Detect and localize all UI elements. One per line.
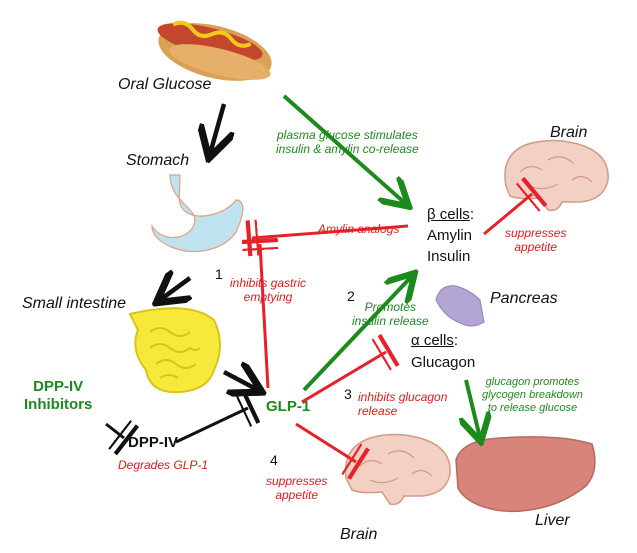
inhibit-inhibitors-to-dpp4 bbox=[105, 424, 124, 438]
liver-label: Liver bbox=[535, 512, 570, 529]
dpp4-inhibitors-line2: Inhibitors bbox=[24, 395, 93, 413]
suppresses-top-line2: appetite bbox=[514, 240, 558, 255]
arrow-oral-to-stomach bbox=[210, 103, 224, 154]
degrades-glp1-note: Degrades GLP-1 bbox=[118, 458, 209, 472]
dpp4-inhibitors-line1: DPP-IV bbox=[33, 378, 84, 395]
inhibit-glp1-to-brain bbox=[295, 422, 356, 462]
inhibits-glucagon-note: inhibits glucagon release bbox=[358, 390, 447, 418]
glucagon-label: Glucagon bbox=[411, 354, 476, 371]
glucagon-promotes-line3: to release glucose bbox=[487, 401, 578, 414]
glp1-label: GLP-1 bbox=[266, 398, 311, 415]
inhibit-glp1-to-stomach bbox=[260, 244, 268, 389]
brain-icon bbox=[504, 139, 609, 212]
plasma-glucose-note: plasma glucose stimulates insulin & amyl… bbox=[276, 128, 419, 156]
inhibit-glp1-to-glucagon bbox=[301, 352, 386, 404]
liver-icon bbox=[455, 436, 596, 513]
amylin-label: Amylin bbox=[427, 227, 473, 244]
glucagon-promotes-note: glucagon promotes glycogen breakdown to … bbox=[482, 376, 583, 415]
alpha-cells-heading: α cells: bbox=[411, 332, 458, 350]
step-number-2: 2 bbox=[347, 288, 355, 304]
alpha-colon: : bbox=[453, 332, 459, 349]
insulin-label: Insulin bbox=[427, 248, 471, 265]
inhibits-gastric-note: inhibits gastric emptying bbox=[230, 276, 306, 304]
step-number-1: 1 bbox=[215, 266, 223, 282]
oral-glucose-label: Oral Glucose bbox=[118, 76, 212, 93]
inhibits-gastric-line2: emptying bbox=[243, 290, 293, 305]
dpp4-inhibitors-label: DPP-IV Inhibitors bbox=[24, 378, 92, 413]
arrow-intestine-to-glp1 bbox=[222, 372, 258, 390]
suppresses-bottom-line2: appetite bbox=[275, 488, 319, 503]
arrow-promotes-insulin bbox=[302, 276, 412, 392]
arrow-stomach-to-intestine bbox=[160, 278, 190, 300]
inhibits-gastric-line1: inhibits gastric bbox=[230, 276, 307, 290]
promotes-insulin-line2: insulin release bbox=[352, 314, 429, 329]
small-intestine-label: Small intestine bbox=[22, 295, 127, 312]
beta-cells-heading: β cells: bbox=[427, 206, 474, 224]
suppresses-appetite-bottom-note: suppresses appetite bbox=[266, 474, 327, 502]
beta-colon: : bbox=[469, 206, 474, 223]
dpp4-label: DPP-IV bbox=[128, 434, 179, 451]
pancreas-label: Pancreas bbox=[490, 290, 558, 307]
stomach-icon bbox=[151, 174, 244, 253]
small-intestine-icon bbox=[128, 307, 221, 394]
inhibit-beta-to-brain bbox=[483, 194, 532, 236]
inhibits-glucagon-line2: release bbox=[358, 404, 398, 419]
arrow-plasma-glucose bbox=[282, 94, 406, 204]
inhibit-dpp4-to-glp1 bbox=[175, 408, 248, 444]
brain-top-label: Brain bbox=[550, 124, 588, 141]
amylin-analogs-note: Amylin analogs bbox=[318, 222, 400, 236]
plasma-glucose-line1: plasma glucose stimulates bbox=[277, 128, 418, 142]
inhibit-amylin-to-stomach bbox=[252, 226, 409, 238]
suppresses-bottom-line1: suppresses bbox=[266, 474, 328, 488]
plasma-glucose-line2: insulin & amylin co-release bbox=[276, 142, 419, 157]
brain-bottom-label: Brain bbox=[340, 526, 378, 543]
arrow-glucagon-to-liver bbox=[466, 379, 480, 438]
pancreas-icon bbox=[435, 285, 485, 327]
beta-cells-label: β cells bbox=[427, 206, 470, 223]
alpha-cells-label: α cells bbox=[411, 332, 454, 349]
promotes-insulin-note: Promotes insulin release bbox=[352, 300, 429, 328]
glucagon-promotes-line1: glucagon promotes bbox=[485, 376, 580, 388]
step-number-4: 4 bbox=[270, 452, 278, 468]
suppresses-appetite-top-note: suppresses appetite bbox=[505, 226, 566, 254]
inhibits-glucagon-line1: inhibits glucagon bbox=[358, 390, 448, 404]
brain-icon bbox=[344, 433, 451, 506]
promotes-insulin-line1: Promotes bbox=[364, 300, 417, 314]
hotdog-icon bbox=[157, 20, 272, 81]
suppresses-top-line1: suppresses bbox=[505, 226, 567, 240]
stomach-label: Stomach bbox=[126, 152, 190, 169]
step-number-3: 3 bbox=[344, 386, 352, 402]
glucagon-promotes-line2: glycogen breakdown bbox=[482, 388, 583, 401]
